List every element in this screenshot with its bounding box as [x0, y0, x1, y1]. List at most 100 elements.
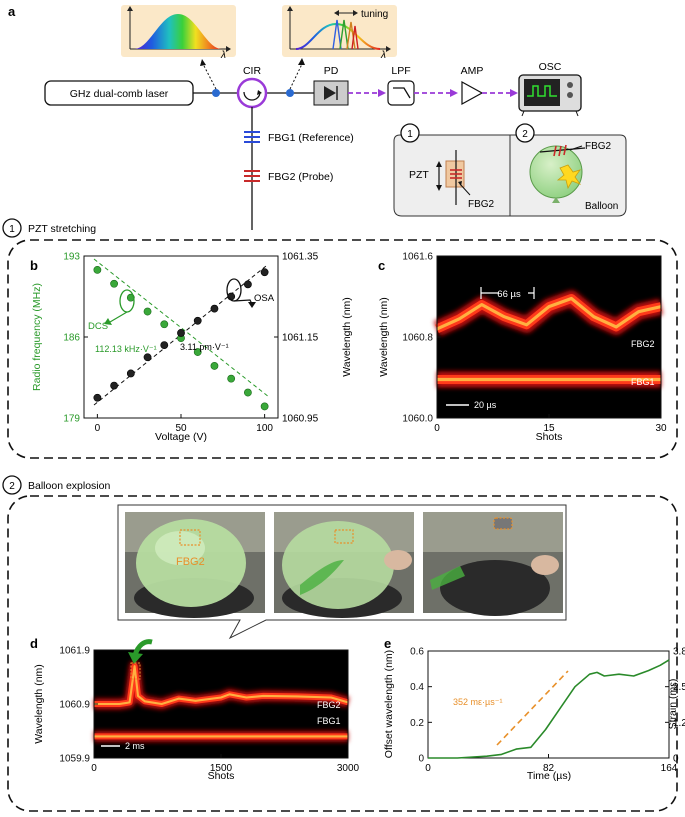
e-xlabel: Time (µs)	[527, 770, 571, 782]
x-tick-label: 0	[95, 423, 101, 434]
photo-frame-2	[274, 512, 414, 618]
osa-point	[143, 353, 152, 362]
pd-label: PD	[324, 65, 339, 77]
section-2-title: Balloon explosion	[28, 480, 110, 492]
section-2-number: 2	[9, 481, 15, 492]
y-tick-label: 193	[63, 252, 80, 263]
y-tick-label: 1060.0	[402, 414, 433, 425]
e-ylabel: Offset wavelength (nm)	[383, 650, 395, 758]
x-tick-label: 100	[256, 423, 273, 434]
photo-frame-3	[423, 512, 563, 616]
section-1-title: PZT stretching	[28, 223, 96, 235]
d-fbg2-label: FBG2	[317, 700, 341, 710]
amp-symbol	[461, 80, 484, 106]
c-trace-core	[436, 296, 662, 331]
x-tick-label: 15	[543, 423, 555, 434]
pzt-label: PZT	[409, 169, 429, 181]
dcs-slope-annotation: 112.13 kHz·V⁻¹	[95, 344, 157, 354]
d-scalebar-label: 2 ms	[125, 741, 145, 751]
dcs-fit-line	[93, 258, 270, 398]
b-xlabel: Voltage (V)	[155, 431, 207, 443]
y-tick-label: 0.6	[410, 647, 424, 658]
osa-fit-line	[93, 265, 267, 406]
dcs-point	[227, 374, 236, 383]
x-tick-label: 3000	[337, 763, 360, 774]
d-ylabel: Wavelength (nm)	[33, 664, 45, 744]
x-tick-label: 164	[661, 763, 678, 774]
y-tick-label: 0	[418, 754, 424, 765]
inset-fbg2-label-a: FBG2	[468, 199, 495, 210]
y2-tick-label: 2.56	[673, 682, 685, 693]
y-tick-label: 1059.9	[59, 754, 90, 765]
dcs-point	[210, 362, 219, 370]
photo-frame-1: FBG2	[125, 512, 265, 618]
input-spectrum-inset: λ	[121, 5, 236, 61]
y-tick-label: 0.2	[410, 718, 424, 729]
laser-label: GHz dual-comb laser	[70, 88, 169, 100]
x-tick-label: 0	[91, 763, 97, 774]
d-xlabel: Shots	[208, 770, 235, 782]
y-tick-label: 186	[63, 333, 80, 344]
dcs-point	[243, 388, 252, 397]
osa-point	[126, 369, 135, 378]
panel-label-c: c	[378, 258, 385, 273]
fbg1-label: FBG1 (Reference)	[268, 132, 354, 144]
e-offset-curve	[428, 659, 670, 759]
b-y2label: Wavelength (nm)	[341, 297, 353, 377]
e-y2label: Strain (mε)	[667, 679, 679, 730]
osa-point	[160, 341, 169, 349]
cir-label: CIR	[243, 65, 262, 77]
osa-legend-label: OSA	[254, 293, 275, 304]
c-heatmap-bg	[437, 256, 661, 418]
panel-label-b: b	[30, 258, 38, 273]
y-tick-label: 0.4	[410, 682, 424, 693]
photo-fbg2-label: FBG2	[176, 556, 205, 568]
section-1-number: 1	[9, 224, 15, 235]
fbg2-label: FBG2 (Probe)	[268, 171, 333, 183]
dcs-point	[110, 279, 119, 288]
dcs-point	[160, 320, 169, 329]
dcs-point	[143, 307, 152, 316]
c-fbg2-label: FBG2	[631, 339, 655, 349]
x-tick-label: 30	[655, 423, 667, 434]
osa-point	[177, 329, 185, 337]
lpf-box	[387, 80, 415, 106]
setup-insets: 1 2 PZT FBG2 FBG2 Balloon	[393, 123, 627, 217]
inset-2-number: 2	[522, 129, 528, 140]
x-tick-label: 82	[543, 763, 555, 774]
c-ylabel: Wavelength (nm)	[378, 297, 390, 377]
y2-tick-label: 3.84	[673, 647, 685, 658]
inset-1-number: 1	[407, 129, 413, 140]
coupler-dot-1	[212, 89, 220, 97]
y-tick-label: 1061.9	[59, 646, 90, 657]
d-trace-core	[94, 665, 349, 706]
dcs-legend-label: DCS	[88, 321, 108, 332]
amp-label: AMP	[461, 65, 484, 77]
y2-tick-label: 0	[673, 754, 679, 765]
dcs-point	[193, 348, 202, 356]
e-slope-annotation: 352 mε·µs⁻¹	[453, 697, 502, 707]
osa-point	[193, 316, 202, 325]
osa-point	[243, 280, 252, 289]
section-1-frame	[7, 239, 678, 459]
x-tick-label: 0	[434, 423, 440, 434]
osa-slope-annotation: 3.11 pm·V⁻¹	[180, 342, 229, 352]
c-xlabel: Shots	[536, 431, 563, 443]
balloon-icon	[529, 144, 586, 203]
y-tick-label: 1060.8	[402, 333, 433, 344]
x-tick-label: 0	[425, 763, 431, 774]
tuning-label: tuning	[361, 9, 388, 20]
inset-fbg2-label-b: FBG2	[585, 141, 612, 152]
output-spectrum-inset: tuning λ	[282, 5, 397, 61]
panel-label-d: d	[30, 636, 38, 651]
b-ylabel: Radio frequency (MHz)	[31, 283, 43, 391]
osa-point	[210, 304, 219, 313]
osa-point	[260, 268, 269, 277]
lambda-label-2: λ	[380, 50, 386, 61]
osa-point	[110, 381, 119, 390]
